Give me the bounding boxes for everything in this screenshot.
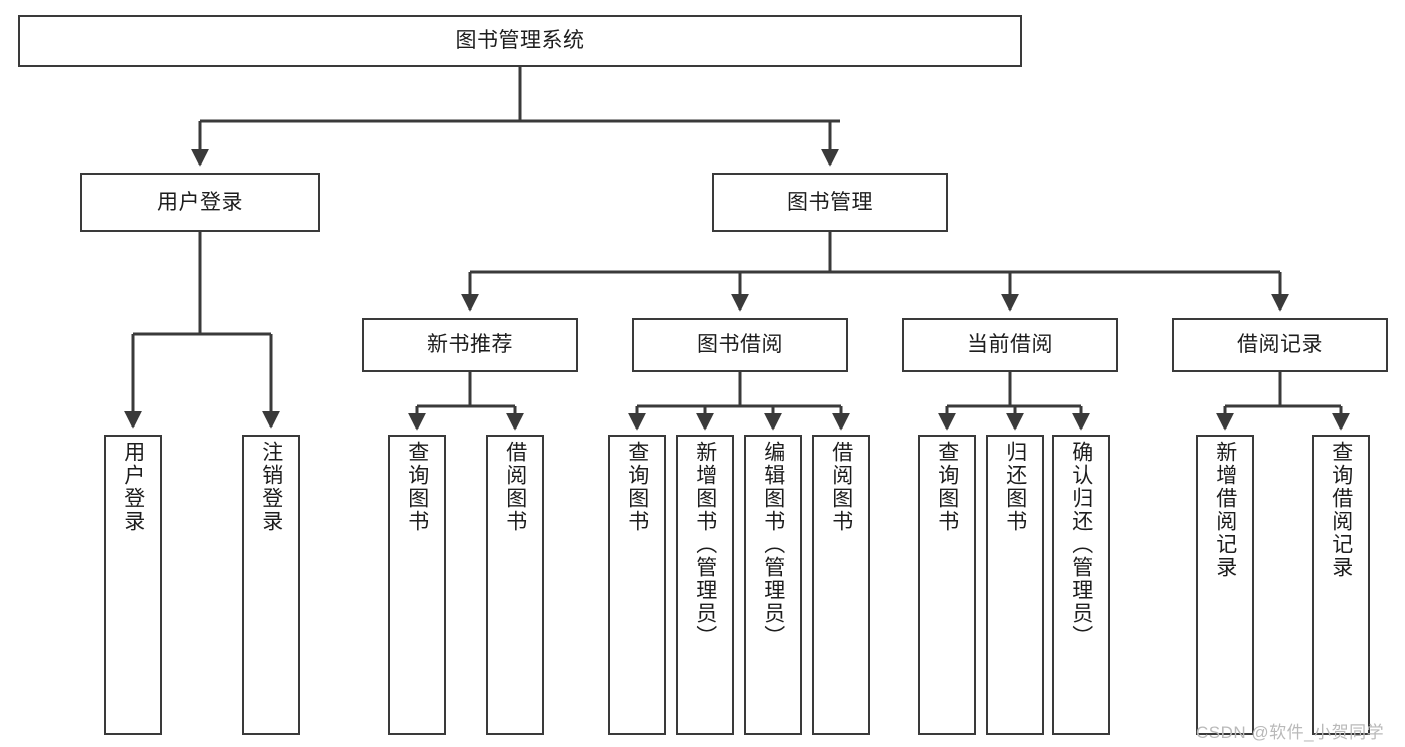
- node-leaf-query-book-2-label: 查询图书: [625, 441, 649, 533]
- edge-group-user-login: [124, 232, 280, 429]
- node-new-book-recommend[interactable]: 新书推荐: [362, 318, 578, 372]
- node-leaf-logout-label: 注销登录: [259, 441, 283, 533]
- node-leaf-add-book[interactable]: 新增图书（管理员）: [676, 435, 734, 735]
- node-leaf-query-record-label: 查询借阅记录: [1329, 441, 1353, 579]
- node-user-login-label: 用户登录: [157, 190, 243, 214]
- node-book-manage-label: 图书管理: [787, 190, 873, 214]
- edge-group-book-borrow: [628, 372, 850, 431]
- node-leaf-query-record[interactable]: 查询借阅记录: [1312, 435, 1370, 735]
- node-leaf-confirm-return-label: 确认归还（管理员）: [1069, 441, 1093, 648]
- node-leaf-query-book-3-label: 查询图书: [935, 441, 959, 533]
- node-user-login[interactable]: 用户登录: [80, 173, 320, 232]
- node-leaf-edit-book-label: 编辑图书（管理员）: [761, 441, 785, 648]
- node-book-borrow-label: 图书借阅: [697, 333, 783, 357]
- node-current-borrow-label: 当前借阅: [967, 333, 1053, 357]
- node-leaf-return-book[interactable]: 归还图书: [986, 435, 1044, 735]
- node-book-manage[interactable]: 图书管理: [712, 173, 948, 232]
- node-root-label: 图书管理系统: [455, 29, 585, 53]
- edge-group-book-manage: [461, 232, 1289, 312]
- edge-group-root: [191, 67, 840, 167]
- node-leaf-query-book-1-label: 查询图书: [405, 441, 429, 533]
- node-root[interactable]: 图书管理系统: [18, 15, 1022, 67]
- node-leaf-borrow-book-2-label: 借阅图书: [829, 441, 853, 533]
- node-borrow-record[interactable]: 借阅记录: [1172, 318, 1388, 372]
- csdn-watermark: CSDN @软件_小贺同学: [1196, 723, 1385, 742]
- node-leaf-user-login[interactable]: 用户登录: [104, 435, 162, 735]
- node-leaf-return-book-label: 归还图书: [1003, 441, 1027, 533]
- node-leaf-logout[interactable]: 注销登录: [242, 435, 300, 735]
- node-leaf-borrow-book-1-label: 借阅图书: [503, 441, 527, 533]
- edge-group-new-book-recommend: [408, 372, 524, 431]
- node-leaf-add-record[interactable]: 新增借阅记录: [1196, 435, 1254, 735]
- node-current-borrow[interactable]: 当前借阅: [902, 318, 1118, 372]
- edge-group-borrow-record: [1216, 372, 1350, 431]
- node-leaf-confirm-return[interactable]: 确认归还（管理员）: [1052, 435, 1110, 735]
- node-leaf-query-book-3[interactable]: 查询图书: [918, 435, 976, 735]
- node-leaf-add-record-label: 新增借阅记录: [1213, 441, 1237, 579]
- node-borrow-record-label: 借阅记录: [1237, 333, 1323, 357]
- node-leaf-borrow-book-2[interactable]: 借阅图书: [812, 435, 870, 735]
- node-leaf-query-book-2[interactable]: 查询图书: [608, 435, 666, 735]
- node-leaf-user-login-label: 用户登录: [121, 441, 145, 533]
- node-leaf-query-book-1[interactable]: 查询图书: [388, 435, 446, 735]
- node-leaf-borrow-book-1[interactable]: 借阅图书: [486, 435, 544, 735]
- node-new-book-recommend-label: 新书推荐: [427, 333, 513, 357]
- node-leaf-add-book-label: 新增图书（管理员）: [693, 441, 717, 648]
- edge-group-current-borrow: [938, 372, 1090, 431]
- node-book-borrow[interactable]: 图书借阅: [632, 318, 848, 372]
- node-leaf-edit-book[interactable]: 编辑图书（管理员）: [744, 435, 802, 735]
